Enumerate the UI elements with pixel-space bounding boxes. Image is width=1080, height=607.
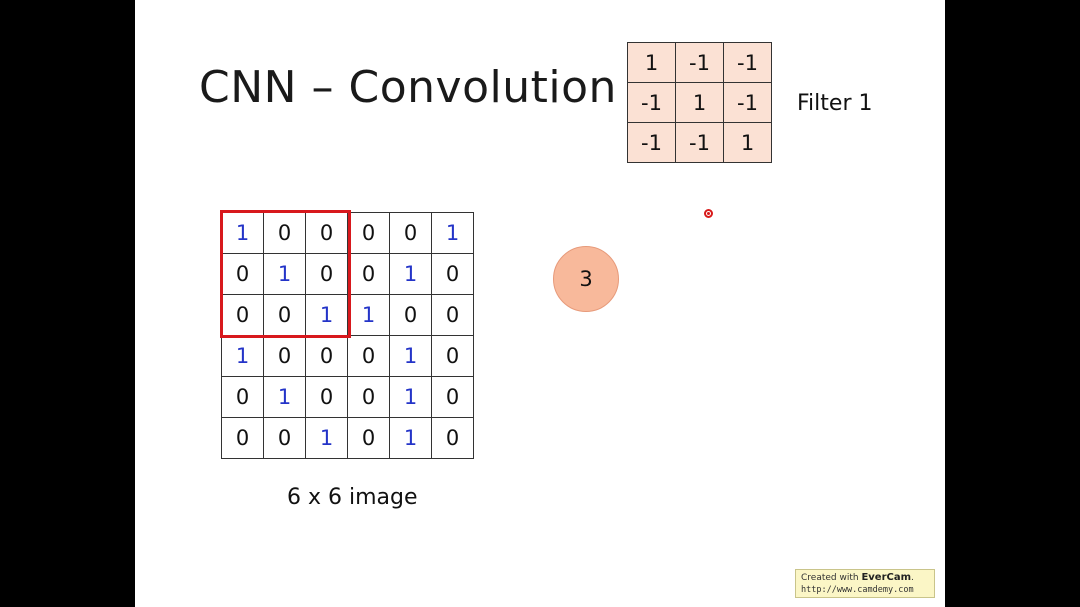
filter-cell: -1 (627, 122, 676, 163)
image-row: 0 1 0 0 1 0 (221, 253, 474, 295)
filter-label: Filter 1 (797, 91, 873, 116)
image-cell: 0 (305, 212, 348, 254)
image-row: 0 0 1 1 0 0 (221, 294, 474, 336)
convolution-result: 3 (553, 246, 619, 312)
image-label: 6 x 6 image (287, 485, 418, 510)
image-cell: 1 (389, 376, 432, 418)
slide: CNN – Convolution 1 -1 -1 -1 1 -1 -1 -1 … (135, 0, 945, 607)
image-cell: 1 (305, 294, 348, 336)
image-cell: 0 (347, 417, 390, 459)
image-cell: 1 (305, 417, 348, 459)
image-matrix: 1 0 0 0 0 1 0 1 0 0 1 0 0 0 1 1 0 0 1 0 … (221, 212, 474, 459)
filter-matrix: 1 -1 -1 -1 1 -1 -1 -1 1 (627, 42, 772, 163)
image-cell: 0 (431, 335, 474, 377)
image-row: 0 0 1 0 1 0 (221, 417, 474, 459)
image-cell: 0 (347, 212, 390, 254)
laser-pointer-icon (704, 209, 713, 218)
image-cell: 0 (305, 376, 348, 418)
filter-cell: -1 (723, 42, 772, 83)
image-row: 1 0 0 0 1 0 (221, 335, 474, 377)
image-cell: 0 (389, 294, 432, 336)
result-value: 3 (579, 267, 593, 291)
watermark-url: http://www.camdemy.com (801, 585, 914, 595)
filter-row: 1 -1 -1 (627, 42, 772, 83)
filter-cell: -1 (675, 122, 724, 163)
image-cell: 0 (263, 335, 306, 377)
filter-row: -1 -1 1 (627, 122, 772, 163)
image-row: 0 1 0 0 1 0 (221, 376, 474, 418)
image-cell: 0 (389, 212, 432, 254)
image-cell: 0 (431, 253, 474, 295)
image-cell: 1 (221, 212, 264, 254)
filter-cell: 1 (675, 82, 724, 123)
image-cell: 1 (347, 294, 390, 336)
image-cell: 1 (389, 335, 432, 377)
image-cell: 0 (347, 376, 390, 418)
filter-cell: -1 (675, 42, 724, 83)
image-cell: 1 (263, 376, 306, 418)
image-cell: 0 (221, 376, 264, 418)
evercam-watermark[interactable]: Created with EverCam. http://www.camdemy… (795, 569, 935, 598)
watermark-brand: EverCam (861, 572, 912, 583)
watermark-period: . (911, 573, 914, 583)
watermark-created-with: Created with (801, 573, 859, 583)
image-cell: 1 (221, 335, 264, 377)
image-cell: 0 (263, 212, 306, 254)
image-cell: 0 (347, 253, 390, 295)
watermark-line: Created with EverCam. (801, 572, 929, 584)
image-cell: 0 (263, 294, 306, 336)
image-cell: 0 (431, 294, 474, 336)
filter-cell: -1 (723, 82, 772, 123)
image-cell: 0 (263, 417, 306, 459)
filter-cell: -1 (627, 82, 676, 123)
image-row: 1 0 0 0 0 1 (221, 212, 474, 254)
image-cell: 1 (389, 417, 432, 459)
image-cell: 0 (431, 376, 474, 418)
image-cell: 1 (389, 253, 432, 295)
filter-row: -1 1 -1 (627, 82, 772, 123)
image-cell: 0 (431, 417, 474, 459)
image-cell: 0 (221, 253, 264, 295)
slide-title: CNN – Convolution (199, 62, 617, 113)
image-cell: 0 (221, 294, 264, 336)
image-cell: 1 (263, 253, 306, 295)
filter-cell: 1 (627, 42, 676, 83)
filter-cell: 1 (723, 122, 772, 163)
image-cell: 0 (221, 417, 264, 459)
image-cell: 0 (347, 335, 390, 377)
image-cell: 0 (305, 335, 348, 377)
image-cell: 0 (305, 253, 348, 295)
image-cell: 1 (431, 212, 474, 254)
